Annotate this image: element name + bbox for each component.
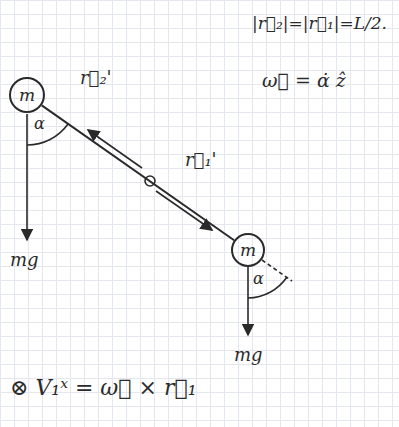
mass-label: m: [19, 87, 35, 104]
handwritten-label: r⃗₁': [185, 150, 217, 170]
handwritten-label: mg: [10, 250, 39, 270]
gravity-arrow: [26, 114, 28, 240]
handwritten-label: α: [34, 115, 45, 133]
rod-extension: [262, 260, 292, 281]
handwritten-label: r⃗₂': [80, 68, 112, 88]
handwritten-label: |r⃗₂|=|r⃗₁|=L/2.: [252, 14, 387, 33]
vector-r1: [156, 191, 212, 230]
vector-r2: [88, 130, 142, 168]
handwritten-label: mg: [234, 345, 263, 365]
rod: [42, 105, 234, 240]
handwritten-label: ⊗ V₁ˣ = ω⃗ × r⃗₁: [10, 376, 196, 400]
angle-arc: [27, 124, 68, 145]
mass-label: m: [240, 242, 256, 259]
handwritten-label: α: [253, 270, 264, 288]
handwritten-label: ω⃗ = α̇ ẑ: [262, 70, 346, 91]
mass-circle: m: [231, 233, 265, 267]
mass-circle: m: [9, 77, 45, 113]
gravity-arrow: [247, 267, 249, 335]
